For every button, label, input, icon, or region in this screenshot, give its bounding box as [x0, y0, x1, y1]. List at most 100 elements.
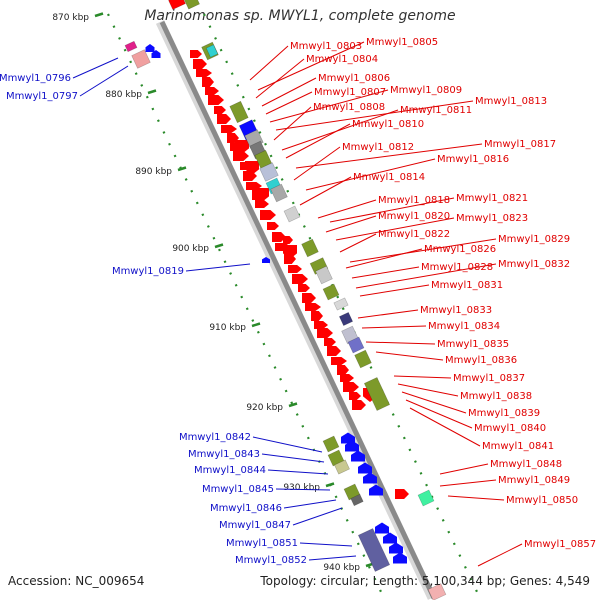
kbp-tick-label: 920 kbp [246, 403, 283, 413]
cds-arrow-forward [324, 338, 336, 346]
feature-block-pink [131, 49, 151, 69]
leader-line [397, 383, 459, 397]
leader-line [79, 65, 129, 97]
gene-label-reverse[interactable]: Mmwyl1_0819 [112, 266, 184, 277]
gene-label-reverse[interactable]: Mmwyl1_0797 [6, 91, 78, 102]
gene-label-forward[interactable]: Mmwyl1_0808 [313, 102, 385, 113]
gene-label-reverse[interactable]: Mmwyl1_0845 [202, 484, 274, 495]
gene-label-forward[interactable]: Mmwyl1_0857 [524, 539, 596, 550]
feature-block [347, 336, 365, 354]
leader-line [317, 199, 377, 219]
gene-label-forward[interactable]: Mmwyl1_0822 [378, 229, 450, 240]
leader-line [299, 542, 353, 547]
kbp-tick-label: 900 kbp [172, 244, 209, 254]
leader-line [357, 309, 419, 319]
feature-block-red [168, 0, 186, 10]
gene-label-forward[interactable]: Mmwyl1_0849 [498, 475, 570, 486]
leader-line [275, 488, 331, 491]
gene-label-forward[interactable]: Mmwyl1_0836 [445, 355, 517, 366]
leader-line [185, 263, 251, 272]
leader-line [275, 100, 474, 131]
gene-label-reverse[interactable]: Mmwyl1_0796 [0, 73, 71, 84]
cds-arrow-forward [317, 328, 333, 338]
gene-label-forward[interactable]: Mmwyl1_0850 [506, 495, 578, 506]
gene-label-reverse[interactable]: Mmwyl1_0851 [226, 538, 298, 549]
leader-line [299, 176, 352, 206]
kbp-tick-mark [251, 322, 261, 328]
cds-arrow-forward [214, 106, 226, 114]
leader-line [409, 407, 481, 447]
gene-label-forward[interactable]: Mmwyl1_0814 [353, 172, 425, 183]
cds-arrow-forward [349, 392, 361, 400]
feature-block-magenta [124, 40, 138, 53]
leader-line [335, 217, 455, 241]
gene-label-forward[interactable]: Mmwyl1_0839 [468, 408, 540, 419]
cds-arrow-forward [233, 151, 249, 161]
gene-label-forward[interactable]: Mmwyl1_0818 [378, 195, 450, 206]
gene-label-forward[interactable]: Mmwyl1_0821 [456, 193, 528, 204]
gene-label-forward[interactable]: Mmwyl1_0812 [342, 142, 414, 153]
cds-arrow-forward [267, 222, 279, 230]
cds-arrow-reverse [358, 462, 372, 474]
gene-label-forward[interactable]: Mmwyl1_0817 [484, 139, 556, 150]
feature-block [301, 238, 319, 258]
gene-label-forward[interactable]: Mmwyl1_0820 [378, 211, 450, 222]
leader-line [345, 248, 423, 269]
leader-line [285, 123, 351, 159]
kbp-tick-label: 880 kbp [105, 90, 142, 100]
cds-arrow-forward [340, 374, 354, 382]
gene-label-forward[interactable]: Mmwyl1_0838 [460, 391, 532, 402]
gene-label-forward[interactable]: Mmwyl1_0810 [352, 119, 424, 130]
gene-label-forward[interactable]: Mmwyl1_0823 [456, 213, 528, 224]
gene-label-forward[interactable]: Mmwyl1_0811 [400, 105, 472, 116]
cds-arrow-forward [327, 346, 341, 356]
feature-block [417, 489, 435, 507]
gene-label-forward[interactable]: Mmwyl1_0816 [437, 154, 509, 165]
gene-label-forward[interactable]: Mmwyl1_0807 [314, 87, 386, 98]
gene-label-forward[interactable]: Mmwyl1_0813 [475, 96, 547, 107]
cds-arrow-forward [343, 382, 359, 392]
gene-label-forward[interactable]: Mmwyl1_0833 [420, 305, 492, 316]
gene-labels[interactable]: Mmwyl1_0803 Mmwyl1_0805Mmwyl1_0804Mmwyl1_… [0, 37, 596, 566]
gene-label-reverse[interactable]: Mmwyl1_0842 [179, 432, 251, 443]
kbp-tick-label: 890 kbp [135, 167, 172, 177]
leader-line [439, 463, 489, 475]
gene-label-forward[interactable]: Mmwyl1_0805 [366, 37, 438, 48]
gene-label-forward[interactable]: Mmwyl1_0809 [390, 85, 462, 96]
gene-label-reverse[interactable]: Mmwyl1_0852 [235, 555, 307, 566]
gene-label-reverse[interactable]: Mmwyl1_0846 [210, 503, 282, 514]
gene-label-reverse[interactable]: Mmwyl1_0843 [188, 449, 260, 460]
gene-label-forward[interactable]: Mmwyl1_0848 [490, 459, 562, 470]
gene-label-forward[interactable]: Mmwyl1_0829 [498, 234, 570, 245]
gene-label-forward[interactable]: Mmwyl1_0803 [290, 41, 362, 52]
gene-label-forward[interactable]: Mmwyl1_0804 [306, 54, 378, 65]
gene-label-forward[interactable]: Mmwyl1_0834 [428, 321, 500, 332]
leader-line [405, 399, 473, 429]
gene-label-reverse[interactable]: Mmwyl1_0844 [194, 465, 266, 476]
gene-label-forward[interactable]: Mmwyl1_0837 [453, 373, 525, 384]
accession-label: Accession: NC_009654 [8, 574, 145, 588]
feature-block [322, 283, 340, 301]
gene-label-forward[interactable]: Mmwyl1_0841 [482, 441, 554, 452]
gene-features [124, 0, 447, 600]
cds-arrow-forward [298, 284, 310, 292]
gene-label-forward[interactable]: Mmwyl1_0832 [498, 259, 570, 270]
cds-arrow-reverse [389, 542, 403, 554]
gene-label-forward[interactable]: Mmwyl1_0826 [424, 244, 496, 255]
gene-label-reverse[interactable]: Mmwyl1_0847 [219, 520, 291, 531]
gene-label-forward[interactable]: Mmwyl1_0828 [421, 262, 493, 273]
cds-arrow-forward [245, 161, 259, 175]
feature-block [333, 297, 349, 311]
cds-arrow-forward [221, 125, 237, 133]
gene-label-forward[interactable]: Mmwyl1_0806 [318, 73, 390, 84]
leader-line [261, 77, 317, 107]
gene-label-forward[interactable]: Mmwyl1_0835 [437, 339, 509, 350]
feature-block [205, 44, 219, 58]
gene-label-forward[interactable]: Mmwyl1_0840 [474, 423, 546, 434]
kbp-tick-mark [325, 482, 335, 488]
leader-line [265, 91, 313, 115]
leader-line [252, 436, 323, 453]
leader-line [477, 543, 523, 567]
kbp-tick-label: 910 kbp [209, 323, 246, 333]
gene-label-forward[interactable]: Mmwyl1_0831 [431, 280, 503, 291]
